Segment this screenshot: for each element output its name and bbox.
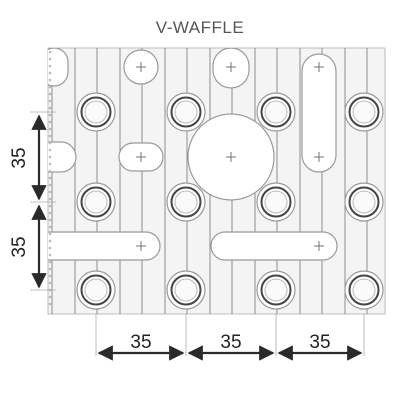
dim-label-vertical-top: 35	[9, 147, 30, 168]
perforation-dot	[48, 176, 52, 180]
crosshair-icon	[136, 152, 146, 162]
boss	[344, 92, 384, 132]
boss	[256, 92, 296, 132]
perforation-dot	[48, 92, 52, 96]
perforation-dot	[48, 113, 52, 117]
diagram-title: V-WAFFLE	[155, 18, 245, 37]
boss	[166, 92, 206, 132]
slot-vertical-right	[301, 53, 337, 173]
slot-left-notch	[48, 141, 77, 173]
boss	[344, 270, 384, 310]
perforation-dot	[48, 302, 52, 306]
perforation-dot	[48, 267, 52, 271]
perforation-dot	[48, 127, 52, 131]
boss	[256, 270, 296, 310]
crosshair-icons	[136, 62, 324, 251]
perforation-dot	[48, 274, 52, 278]
perforation-dot	[48, 78, 52, 82]
perforation-dot	[48, 120, 52, 124]
boss	[344, 182, 384, 222]
perforation-dot	[48, 169, 52, 173]
perforation-dot	[48, 260, 52, 264]
perforation-dot	[48, 211, 52, 215]
perforation-dot	[48, 50, 52, 54]
slot-horizontal-right	[210, 231, 338, 261]
edge-perforation	[48, 50, 52, 306]
crosshair-icon	[136, 62, 146, 72]
perforation-dot	[48, 162, 52, 166]
perforation-dot	[48, 148, 52, 152]
perforation-dot	[48, 106, 52, 110]
crosshair-icon	[314, 241, 324, 251]
dim-label-horizontal-middle: 35	[220, 332, 241, 353]
dim-label-vertical-bottom: 35	[9, 236, 30, 257]
perforation-dot	[48, 246, 52, 250]
perforation-dot	[48, 204, 52, 208]
perforation-dot	[48, 141, 52, 145]
bosses	[76, 92, 384, 310]
perforation-dot	[48, 71, 52, 75]
perforation-dot	[48, 295, 52, 299]
perforation-dot	[48, 225, 52, 229]
perforation-dot	[48, 281, 52, 285]
boss	[76, 182, 116, 222]
perforation-dot	[48, 99, 52, 103]
perforation-dot	[48, 57, 52, 61]
perforation-dot	[48, 239, 52, 243]
extension-lines	[30, 111, 365, 356]
perforation-dot	[48, 197, 52, 201]
boss	[256, 182, 296, 222]
perforation-dot	[48, 64, 52, 68]
dim-label-horizontal-left: 35	[130, 332, 151, 353]
slot-horizontal-left	[48, 231, 161, 261]
perforation-dot	[48, 85, 52, 89]
dim-label-horizontal-right: 35	[309, 332, 330, 353]
perforation-dot	[48, 134, 52, 138]
boss	[166, 270, 206, 310]
boss	[76, 92, 116, 132]
perforation-dot	[48, 183, 52, 187]
crosshair-icon	[226, 152, 236, 162]
crosshair-icon	[136, 241, 146, 251]
crosshair-icon	[226, 62, 236, 72]
perforation-dot	[48, 253, 52, 257]
boss	[76, 270, 116, 310]
perforation-dot	[48, 218, 52, 222]
boss	[166, 182, 206, 222]
crosshair-icon	[314, 152, 324, 162]
crosshair-icon	[314, 62, 324, 72]
perforation-dot	[48, 155, 52, 159]
perforation-dot	[48, 190, 52, 194]
slot-top-left	[48, 48, 69, 87]
perforation-dot	[48, 232, 52, 236]
